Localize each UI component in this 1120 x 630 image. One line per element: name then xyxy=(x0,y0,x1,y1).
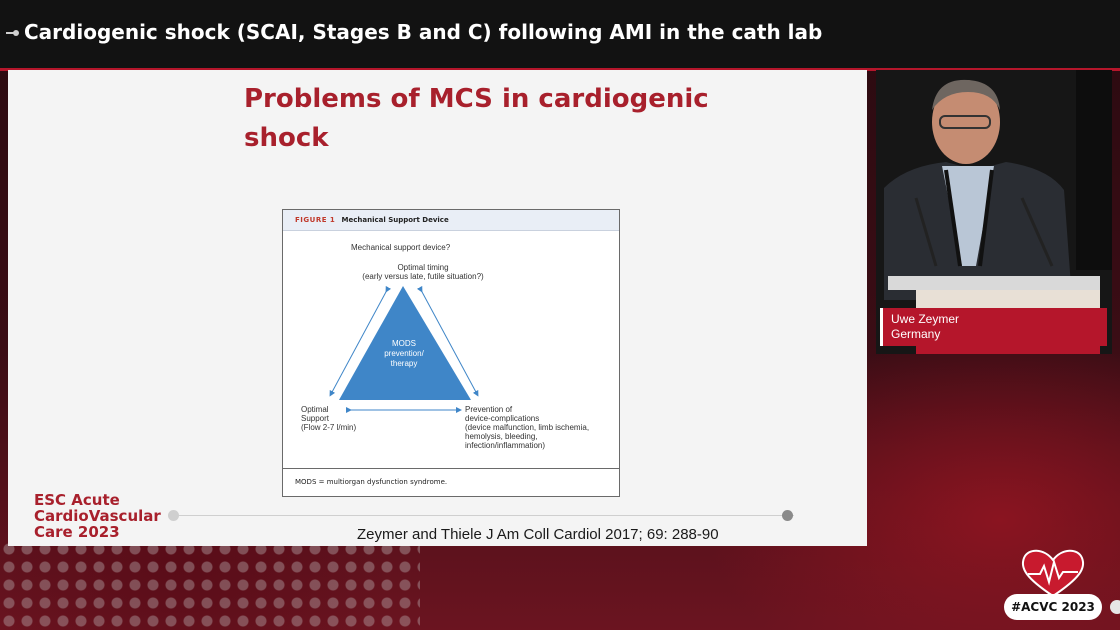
top-question-text: Mechanical support device? xyxy=(351,243,451,252)
speaker-country: Germany xyxy=(891,327,941,341)
center-text-1: MODS xyxy=(392,339,416,348)
logo-line-2: CardioVascular xyxy=(34,507,161,525)
hashtag-badge: #ACVC 2023 xyxy=(1004,594,1102,620)
center-text-3: therapy xyxy=(391,359,418,368)
divider-dot-right-icon xyxy=(782,510,793,521)
presentation-slide: Problems of MCS in cardiogenic shock FIG… xyxy=(8,70,867,546)
figure-caption: Mechanical Support Device xyxy=(341,216,449,224)
right-double-arrow xyxy=(416,285,479,397)
logo-line-3: Care 2023 xyxy=(34,523,120,541)
figure-footnote: MODS = multiorgan dysfunction syndrome. xyxy=(283,468,619,497)
session-title: Cardiogenic shock (SCAI, Stages B and C)… xyxy=(24,20,823,44)
logo-line-1: ESC Acute xyxy=(34,491,120,509)
speaker-figure xyxy=(876,70,1112,354)
slide-divider xyxy=(174,515,794,516)
figure-label: FIGURE 1 xyxy=(295,216,336,224)
mcs-triangle-diagram: Mechanical support device? Optimal timin… xyxy=(301,243,589,450)
speaker-name: Uwe Zeymer xyxy=(891,312,960,326)
left-double-arrow xyxy=(329,285,392,397)
slide-title: Problems of MCS in cardiogenic shock xyxy=(244,84,709,153)
center-text-2: prevention/ xyxy=(384,349,424,358)
bullet-line-icon xyxy=(6,32,16,34)
decorative-dot-pattern xyxy=(0,540,420,630)
left-text-2: Support xyxy=(301,414,330,423)
right-text-4: hemolysis, bleeding, xyxy=(465,432,537,441)
timing-text-2: (early versus late, futile situation?) xyxy=(362,272,484,281)
citation: Zeymer and Thiele J Am Coll Cardiol 2017… xyxy=(357,526,719,543)
heart-logo-icon xyxy=(1021,549,1085,598)
speaker-video xyxy=(876,70,1112,354)
right-text-2: device-complications xyxy=(465,414,539,423)
figure-panel: FIGURE 1 Mechanical Support Device Mecha… xyxy=(282,209,620,497)
right-text-1: Prevention of xyxy=(465,405,513,414)
timing-text-1: Optimal timing xyxy=(397,263,448,272)
badge-dot-icon xyxy=(1110,600,1120,614)
left-text-1: Optimal xyxy=(301,405,329,414)
right-text-5: infection/inflammation) xyxy=(465,441,545,450)
footnote-text: MODS = multiorgan dysfunction syndrome. xyxy=(295,478,448,486)
divider-dot-left-icon xyxy=(168,510,179,521)
figure-header: FIGURE 1 Mechanical Support Device xyxy=(283,210,619,231)
bullet-dot-icon xyxy=(13,30,19,36)
esc-acvc-logo: ESC Acute CardioVascular Care 2023 xyxy=(34,492,161,540)
left-text-3: (Flow 2-7 l/min) xyxy=(301,423,356,432)
title-bar: Cardiogenic shock (SCAI, Stages B and C)… xyxy=(0,0,1120,71)
right-text-3: (device malfunction, limb ischemia, xyxy=(465,423,589,432)
speaker-lower-third: Uwe Zeymer Germany xyxy=(880,308,1107,346)
